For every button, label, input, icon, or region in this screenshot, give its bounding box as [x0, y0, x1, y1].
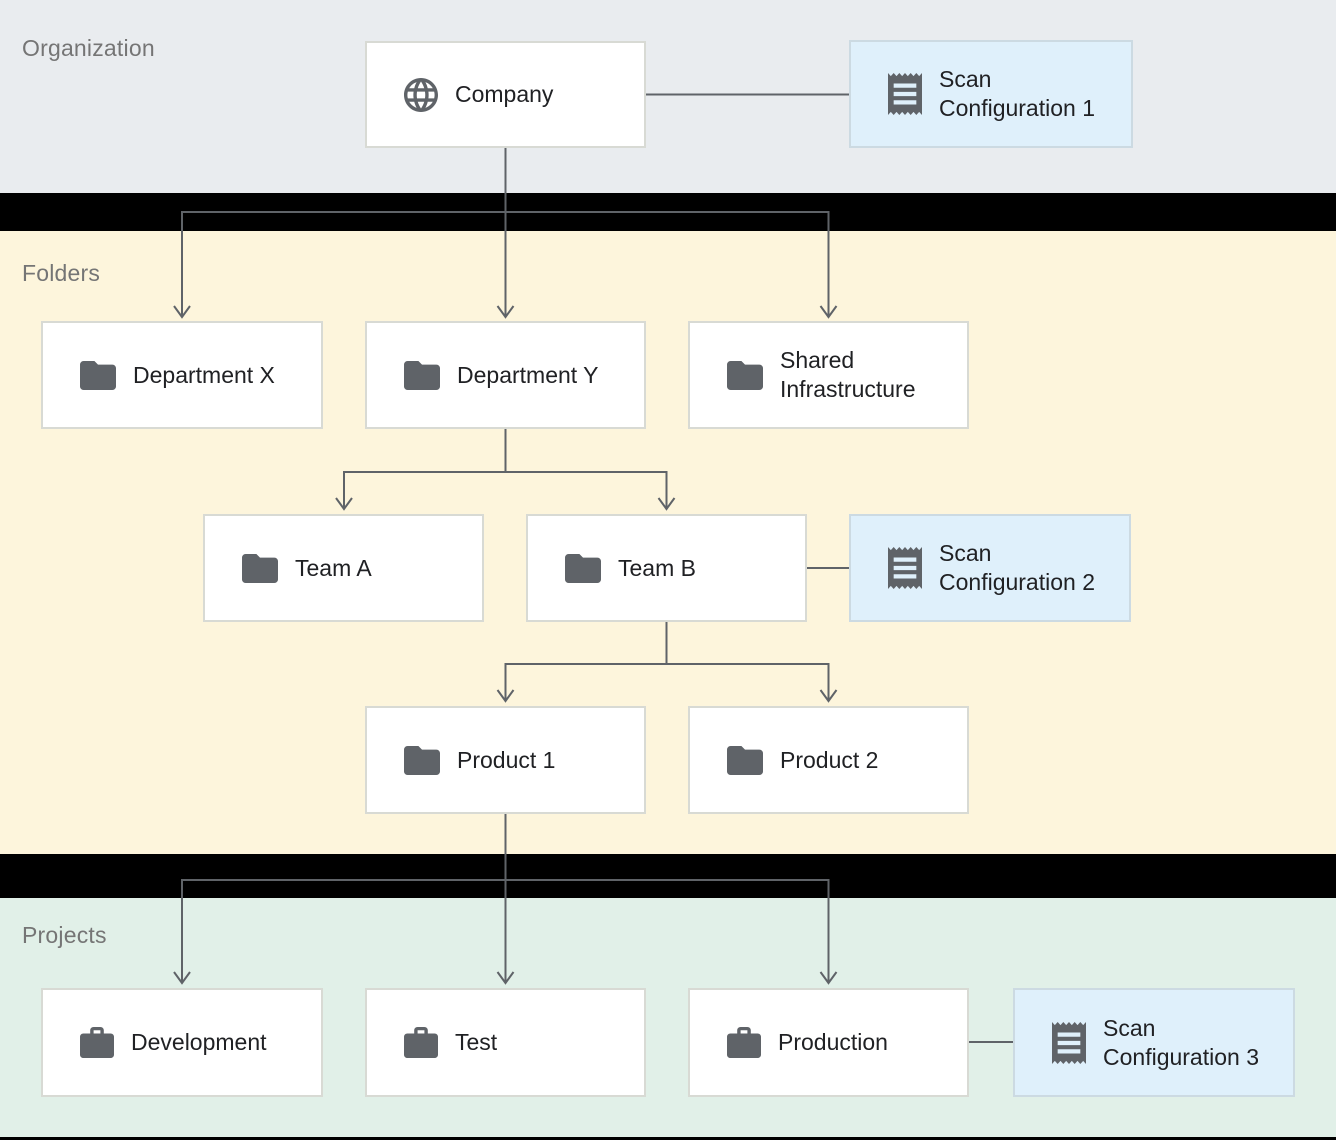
receipt-icon [1052, 1021, 1086, 1064]
node-product-2: Product 2 [688, 706, 969, 814]
folder-icon [404, 360, 440, 390]
node-scan-config-2: Scan Configuration 2 [849, 514, 1131, 622]
node-label: Team B [618, 554, 696, 581]
organization-section [0, 0, 1336, 193]
node-label: Department X [133, 361, 275, 388]
node-product-1: Product 1 [365, 706, 646, 814]
node-label: Test [455, 1029, 498, 1055]
node-department-y: Department Y [365, 321, 646, 429]
node-label: Scan Configuration 3 [1103, 1014, 1259, 1070]
folder-icon [565, 553, 601, 583]
node-company: Company [365, 41, 646, 148]
folder-icon [727, 360, 763, 390]
node-production: Production [688, 988, 969, 1097]
node-shared-infrastructure: Shared Infrastructure [688, 321, 969, 429]
node-scan-config-3: Scan Configuration 3 [1013, 988, 1295, 1097]
receipt-icon [888, 547, 922, 589]
folder-icon [80, 360, 116, 390]
node-label: Team A [295, 554, 372, 581]
receipt-icon [888, 73, 922, 115]
node-label: Product 2 [780, 746, 879, 773]
node-label: Development [131, 1029, 267, 1055]
globe-icon [404, 77, 438, 112]
folder-icon [242, 553, 278, 583]
briefcase-icon [80, 1027, 114, 1058]
folder-icon [727, 745, 763, 775]
node-label: Company [455, 81, 554, 107]
briefcase-icon [404, 1027, 438, 1058]
node-label: Department Y [457, 361, 599, 388]
node-label: Scan Configuration 1 [939, 66, 1095, 121]
node-development: Development [41, 988, 323, 1097]
node-label: Product 1 [457, 746, 556, 773]
node-label: Shared Infrastructure [780, 347, 916, 402]
briefcase-icon [727, 1027, 761, 1058]
node-department-x: Department X [41, 321, 323, 429]
node-test: Test [365, 988, 646, 1097]
organization-section-label: Organization [22, 35, 155, 61]
node-team-a: Team A [203, 514, 484, 622]
node-scan-config-1: Scan Configuration 1 [849, 40, 1133, 148]
node-label: Production [778, 1029, 888, 1055]
projects-section-label: Projects [22, 922, 107, 948]
folders-section-label: Folders [22, 260, 101, 286]
node-team-b: Team B [526, 514, 807, 622]
folder-icon [404, 745, 440, 775]
node-label: Scan Configuration 2 [939, 540, 1095, 595]
